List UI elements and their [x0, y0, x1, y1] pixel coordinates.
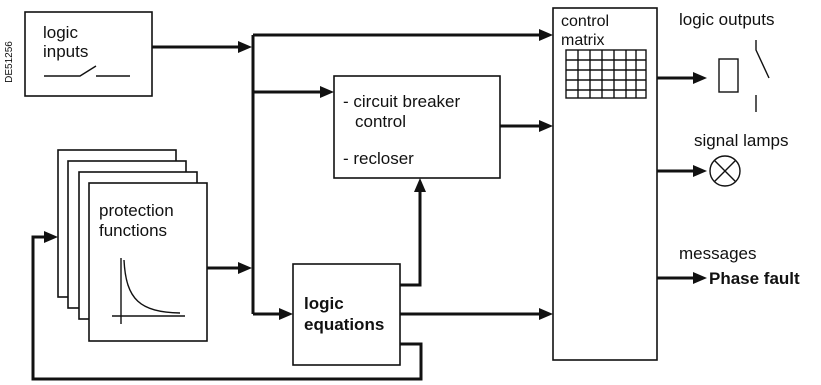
relay-output-icon — [718, 40, 770, 112]
messages-block: messages Phase fault — [679, 244, 800, 288]
protection-functions-label-1: protection — [99, 201, 174, 220]
signal-lamps-label: signal lamps — [694, 131, 789, 150]
breaker-control-label-1: - circuit breaker — [343, 92, 460, 111]
contact-symbol-icon — [44, 65, 130, 77]
logic-equations-block: logic equations — [292, 263, 401, 366]
logic-equations-label-2: equations — [304, 315, 384, 334]
protection-functions-label-2: functions — [99, 221, 167, 240]
control-matrix-label-2: matrix — [561, 32, 605, 49]
breaker-control-label-2: control — [355, 112, 406, 131]
logic-equations-label-1: logic — [304, 294, 344, 313]
message-example: Phase fault — [709, 269, 800, 288]
signal-lamps-block: signal lamps — [694, 131, 789, 187]
logic-outputs-block: logic outputs — [679, 10, 774, 112]
breaker-control-block: - circuit breaker control - recloser — [333, 75, 501, 179]
logic-inputs-label-1: logic — [43, 23, 78, 42]
control-matrix-block: control matrix — [552, 7, 658, 361]
control-matrix-label-1: control — [561, 13, 609, 30]
arrowheads — [44, 29, 707, 320]
logic-inputs-label-2: inputs — [43, 42, 88, 61]
signal-wires — [31, 33, 694, 381]
recloser-label: - recloser — [343, 149, 414, 168]
protection-functions-block: protection functions — [57, 149, 208, 342]
lamp-icon — [709, 155, 741, 187]
time-current-curve-icon — [112, 258, 185, 324]
logic-outputs-label: logic outputs — [679, 10, 774, 29]
matrix-grid-icon — [565, 49, 647, 99]
messages-label: messages — [679, 244, 756, 263]
logic-inputs-block: logic inputs — [24, 11, 153, 97]
doc-code: DE51256 — [4, 41, 15, 83]
